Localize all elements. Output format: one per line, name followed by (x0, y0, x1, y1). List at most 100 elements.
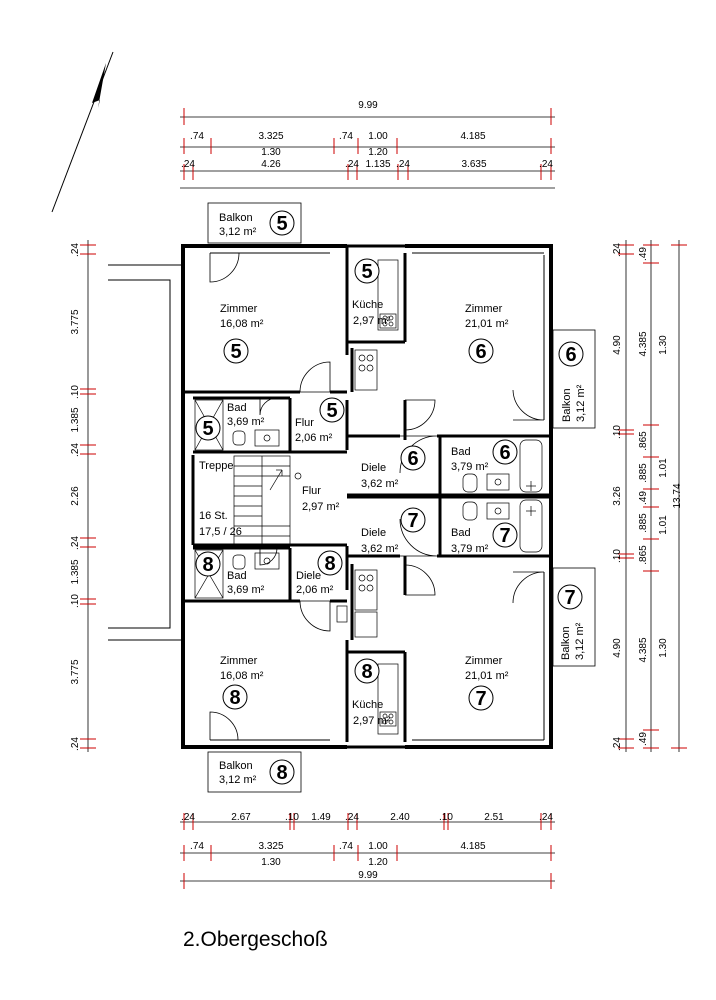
dim-label: .885 (638, 513, 649, 533)
dim-label: .10 (612, 549, 623, 563)
north-arrow-icon (51, 51, 114, 213)
unit-marker-5 (269, 210, 295, 236)
dim-label: 2.40 (390, 812, 410, 823)
room-area-balkon-7: 3,12 m² (574, 622, 586, 660)
unit-marker-6 (558, 341, 584, 367)
dim-label: 4.385 (638, 637, 649, 662)
unit-number: 8 (202, 554, 213, 576)
room-name-bad-5: Bad (227, 402, 247, 414)
dim-label: 9.99 (358, 870, 378, 881)
unit-marker-6 (492, 439, 518, 465)
unit-number: 8 (276, 762, 287, 784)
dim-label: .24 (345, 159, 359, 170)
stair-steps: 16 St. (199, 510, 228, 522)
room-name-bad-8: Bad (227, 570, 247, 582)
unit-marker-5 (319, 397, 345, 423)
dim-label: .24 (70, 243, 81, 257)
unit-marker-6 (468, 338, 494, 364)
unit-marker-8 (354, 658, 380, 684)
dimension-lines-top (180, 116, 555, 189)
room-name-zimmer-6: Zimmer (465, 303, 503, 315)
unit-marker-7 (557, 584, 583, 610)
room-name-bad-7: Bad (451, 527, 471, 539)
dimension-ticks-bottom (183, 813, 552, 889)
dim-label: 1.00 (368, 841, 388, 852)
room-name-bad-6: Bad (451, 446, 471, 458)
room-name-balkon-5: Balkon (219, 212, 253, 224)
dim-label: 3.325 (258, 131, 283, 142)
dim-label: .10 (70, 385, 81, 399)
dim-label: 3.775 (70, 659, 81, 684)
dim-label: .24 (345, 812, 359, 823)
dim-label: .24 (612, 737, 623, 751)
toilet-icon (232, 430, 478, 570)
dim-label: .865 (638, 545, 649, 565)
unit-number: 6 (565, 344, 576, 366)
dim-label: .885 (638, 463, 649, 483)
dim-label: .10 (70, 594, 81, 608)
dim-label: .24 (396, 159, 410, 170)
unit-number: 6 (499, 442, 510, 464)
room-name-kueche-8: Küche (352, 699, 383, 711)
unit-number: 6 (407, 448, 418, 470)
dim-label: .74 (190, 841, 204, 852)
room-area-flur-5: 2,06 m² (295, 432, 333, 444)
unit-number: 8 (229, 687, 240, 709)
floor-title: 2.Obergeschoß (183, 928, 328, 951)
unit-marker-8 (222, 684, 248, 710)
sink-icon (254, 429, 510, 570)
unit-number: 5 (361, 261, 372, 283)
dim-label: .74 (339, 131, 353, 142)
dim-label: 2.51 (484, 812, 504, 823)
dim-label: .10 (439, 812, 453, 823)
room-name-diele-8: Diele (296, 570, 321, 582)
unit-number: 7 (407, 510, 418, 532)
dim-label: 1.20 (368, 857, 388, 868)
dim-label: 1.30 (261, 147, 281, 158)
dim-label: .24 (181, 159, 195, 170)
dim-label: .49 (638, 247, 649, 261)
unit-marker-5 (195, 415, 221, 441)
room-name-balkon-6: Balkon (561, 388, 573, 422)
dim-label: .49 (638, 491, 649, 505)
dim-label: 4.90 (612, 638, 623, 658)
dim-label: 1.20 (368, 147, 388, 158)
room-area-zimmer-6: 21,01 m² (465, 318, 509, 330)
room-area-diele-6: 3,62 m² (361, 478, 399, 490)
room-name-zimmer-8: Zimmer (220, 655, 258, 667)
adjacent-building-outline (108, 264, 183, 641)
unit-number: 8 (361, 661, 372, 683)
unit-marker-6 (400, 445, 426, 471)
room-area-balkon-5: 3,12 m² (219, 226, 257, 238)
room-area-bad-5: 3,69 m² (227, 416, 265, 428)
room-name-kueche-5: Küche (352, 299, 383, 311)
room-area-bad-8: 3,69 m² (227, 584, 265, 596)
dim-label: 4.90 (612, 335, 623, 355)
dim-label: 3.635 (461, 159, 486, 170)
dim-label: 1.01 (658, 515, 669, 535)
kitchen-stove-icon (336, 259, 399, 735)
room-name-zimmer-5: Zimmer (220, 303, 258, 315)
room-name-balkon-7: Balkon (560, 626, 572, 660)
unit-marker-8 (317, 550, 343, 576)
dim-label: 3.325 (258, 841, 283, 852)
room-name-diele-6: Diele (361, 462, 386, 474)
room-name-flur-mid: Flur (302, 485, 321, 497)
dim-label: .10 (612, 425, 623, 439)
dimension-ticks-top (183, 108, 552, 180)
interior-walls (183, 253, 551, 742)
room-area-bad-6: 3,79 m² (451, 461, 489, 473)
dim-label: .10 (285, 812, 299, 823)
dim-label: .24 (70, 443, 81, 457)
room-name-treppe: Treppe (199, 460, 233, 472)
room-area-zimmer-7: 21,01 m² (465, 670, 509, 682)
room-name-balkon-8: Balkon (219, 760, 253, 772)
dimension-lines-right: .24 4.90 .10 3.26 .10 4.90 .24 .49 4.385… (612, 240, 687, 752)
room-area-balkon-8: 3,12 m² (219, 774, 257, 786)
dim-label: .24 (70, 737, 81, 751)
unit-number: 5 (326, 400, 337, 422)
dim-label: .74 (339, 841, 353, 852)
dim-label: 1.30 (261, 857, 281, 868)
room-area-diele-7: 3,62 m² (361, 543, 399, 555)
